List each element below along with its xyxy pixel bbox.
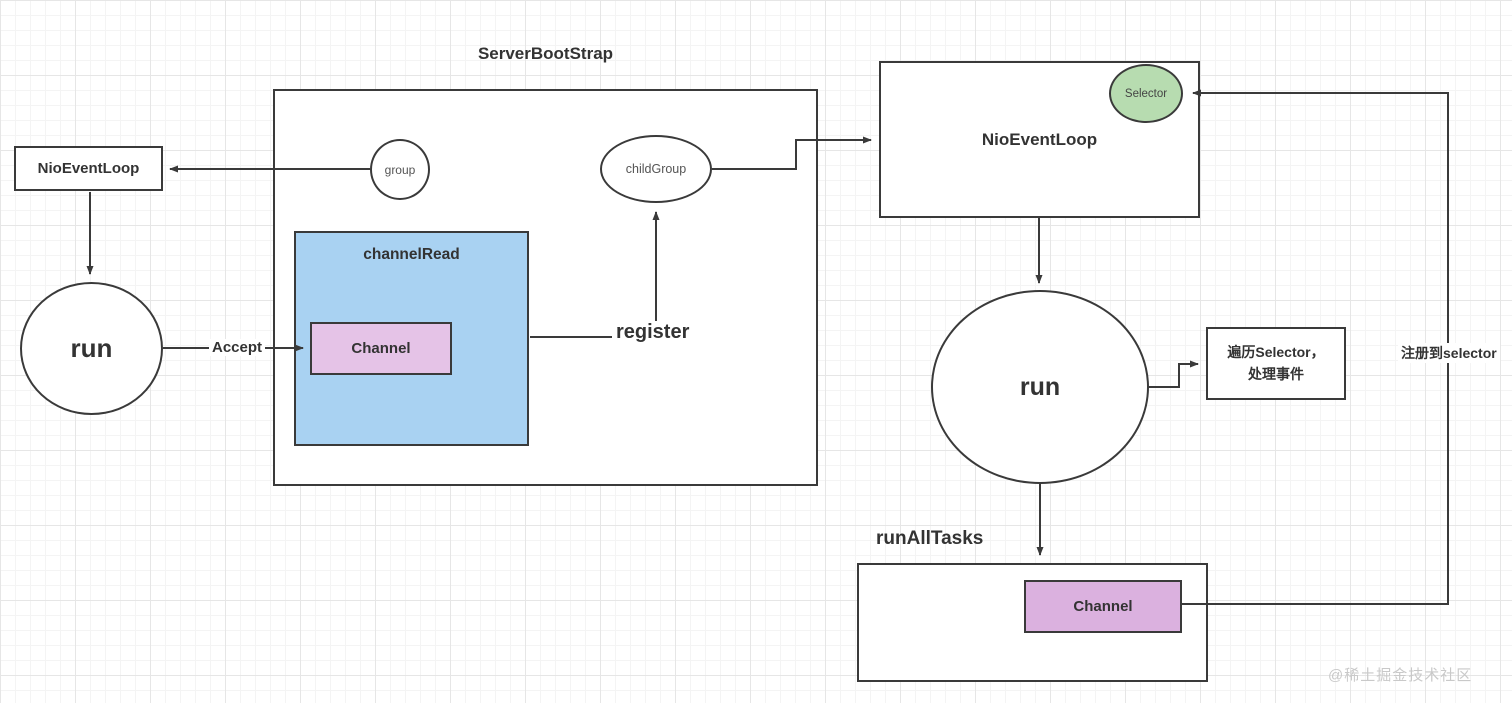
child-group-ellipse: childGroup xyxy=(600,135,712,203)
run-right-circle: run xyxy=(931,290,1149,484)
child-group-label: childGroup xyxy=(625,162,687,176)
nio-event-loop-left-box: NioEventLoop xyxy=(14,146,163,191)
register-edge-label: register xyxy=(616,321,690,343)
channel-top-box: Channel xyxy=(310,322,452,375)
traverse-selector-box: 遍历Selector， 处理事件 xyxy=(1206,327,1346,400)
accept-edge-label: Accept xyxy=(209,339,266,356)
selector-label: Selector xyxy=(1124,87,1168,100)
channel-read-title: channelRead xyxy=(363,246,460,263)
server-bootstrap-title: ServerBootStrap xyxy=(477,44,614,63)
run-left-circle: run xyxy=(20,282,163,415)
register-to-selector-label: 注册到selector xyxy=(1398,343,1500,363)
selector-ellipse: Selector xyxy=(1109,64,1183,123)
traverse-selector-line1: 遍历Selector， xyxy=(1227,343,1325,360)
channel-top-label: Channel xyxy=(351,340,411,357)
channel-bottom-label: Channel xyxy=(1073,598,1133,615)
group-label: group xyxy=(384,162,416,177)
watermark: @稀土掘金技术社区 xyxy=(1328,667,1473,684)
nio-event-loop-left-label: NioEventLoop xyxy=(37,160,140,177)
run-right-label: run xyxy=(1019,372,1061,401)
run-all-tasks-title: runAllTasks xyxy=(876,528,984,549)
nio-event-loop-right-label: NioEventLoop xyxy=(981,129,1098,149)
group-circle: group xyxy=(370,139,430,200)
channel-bottom-box: Channel xyxy=(1024,580,1182,633)
run-left-label: run xyxy=(70,333,113,363)
traverse-selector-line2: 处理事件 xyxy=(1248,365,1304,382)
